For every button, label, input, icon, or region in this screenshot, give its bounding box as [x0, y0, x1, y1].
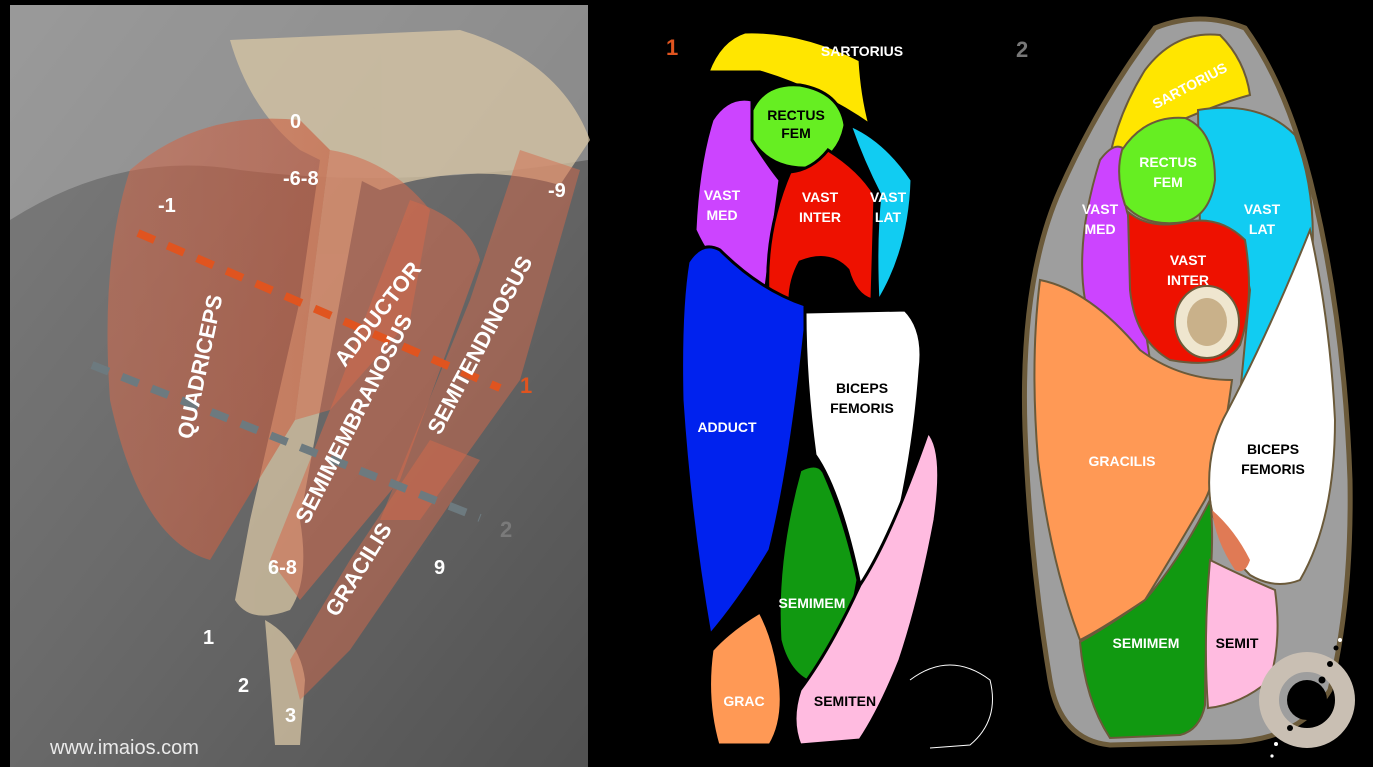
s2-label-vast-lat-1: VAST — [1244, 201, 1281, 217]
s1-label-semimem: SEMIMEM — [779, 595, 846, 611]
s2-femur-marrow — [1187, 298, 1227, 346]
s1-label-adduct: ADDUCT — [697, 419, 757, 435]
s1-label-rectus-2: FEM — [781, 125, 811, 141]
s1-label-vast-med-1: VAST — [704, 187, 741, 203]
level-label-minus1: -1 — [158, 195, 176, 217]
s2-label-biceps-2: FEMORIS — [1241, 461, 1305, 477]
s2-label-vast-lat-2: LAT — [1249, 221, 1276, 237]
s1-label-rectus-1: RECTUS — [767, 107, 825, 123]
logo-inner — [1287, 680, 1327, 720]
s2-label-biceps-1: BICEPS — [1247, 441, 1299, 457]
level-label-3: 3 — [285, 705, 296, 727]
s1-label-vast-lat-2: LAT — [875, 209, 902, 225]
s1-label-biceps-1: BICEPS — [836, 380, 888, 396]
s1-label-biceps-2: FEMORIS — [830, 400, 894, 416]
s1-label-vast-inter-2: INTER — [799, 209, 841, 225]
s1-label-sartorius: SARTORIUS — [821, 43, 903, 59]
section-1-schematic: 1 SARTORIUS RECTUS FEM VAST MED VAST INT… — [666, 32, 993, 748]
section-2-number: 2 — [1016, 37, 1028, 62]
s1-gracilis — [710, 612, 782, 745]
level-label-1: 1 — [203, 627, 214, 649]
level-label-9: 9 — [434, 557, 445, 579]
s1-label-semiten: SEMITEN — [814, 693, 876, 709]
s2-label-rectus-1: RECTUS — [1139, 154, 1197, 170]
s1-label-vast-inter-1: VAST — [802, 189, 839, 205]
s2-label-gracilis: GRACILIS — [1089, 453, 1156, 469]
s1-label-grac: GRAC — [723, 693, 764, 709]
section-1-line-label: 1 — [520, 373, 532, 398]
level-label-minus9: -9 — [548, 180, 566, 202]
s2-label-rectus-2: FEM — [1153, 174, 1183, 190]
s2-label-vast-med-1: VAST — [1082, 201, 1119, 217]
section-2-line-label: 2 — [500, 517, 512, 542]
s1-nerve-outline — [910, 665, 993, 748]
s2-label-semimem: SEMIMEM — [1113, 635, 1180, 651]
s1-label-vast-med-2: MED — [706, 207, 737, 223]
s1-vastus-intermedius — [768, 150, 875, 300]
xray-panel: 0 -1 -6-8 -9 6-8 9 1 2 3 1 2 QUADRICEPS … — [10, 5, 590, 767]
s2-label-semit: SEMIT — [1216, 635, 1259, 651]
s1-label-vast-lat-1: VAST — [870, 189, 907, 205]
section-2-schematic: 2 SARTORIUS RECTUS FEM VAST MED VAST INT… — [1016, 19, 1350, 745]
s2-label-vast-med-2: MED — [1084, 221, 1115, 237]
level-label-2: 2 — [238, 675, 249, 697]
level-label-6-8: 6-8 — [268, 557, 297, 579]
level-label-0: 0 — [290, 111, 301, 133]
section-1-number: 1 — [666, 35, 678, 60]
s2-label-vast-inter-2: INTER — [1167, 272, 1209, 288]
s2-label-vast-inter-1: VAST — [1170, 252, 1207, 268]
credit-text: www.imaios.com — [50, 737, 199, 760]
level-label-minus6-8: -6-8 — [283, 168, 319, 190]
